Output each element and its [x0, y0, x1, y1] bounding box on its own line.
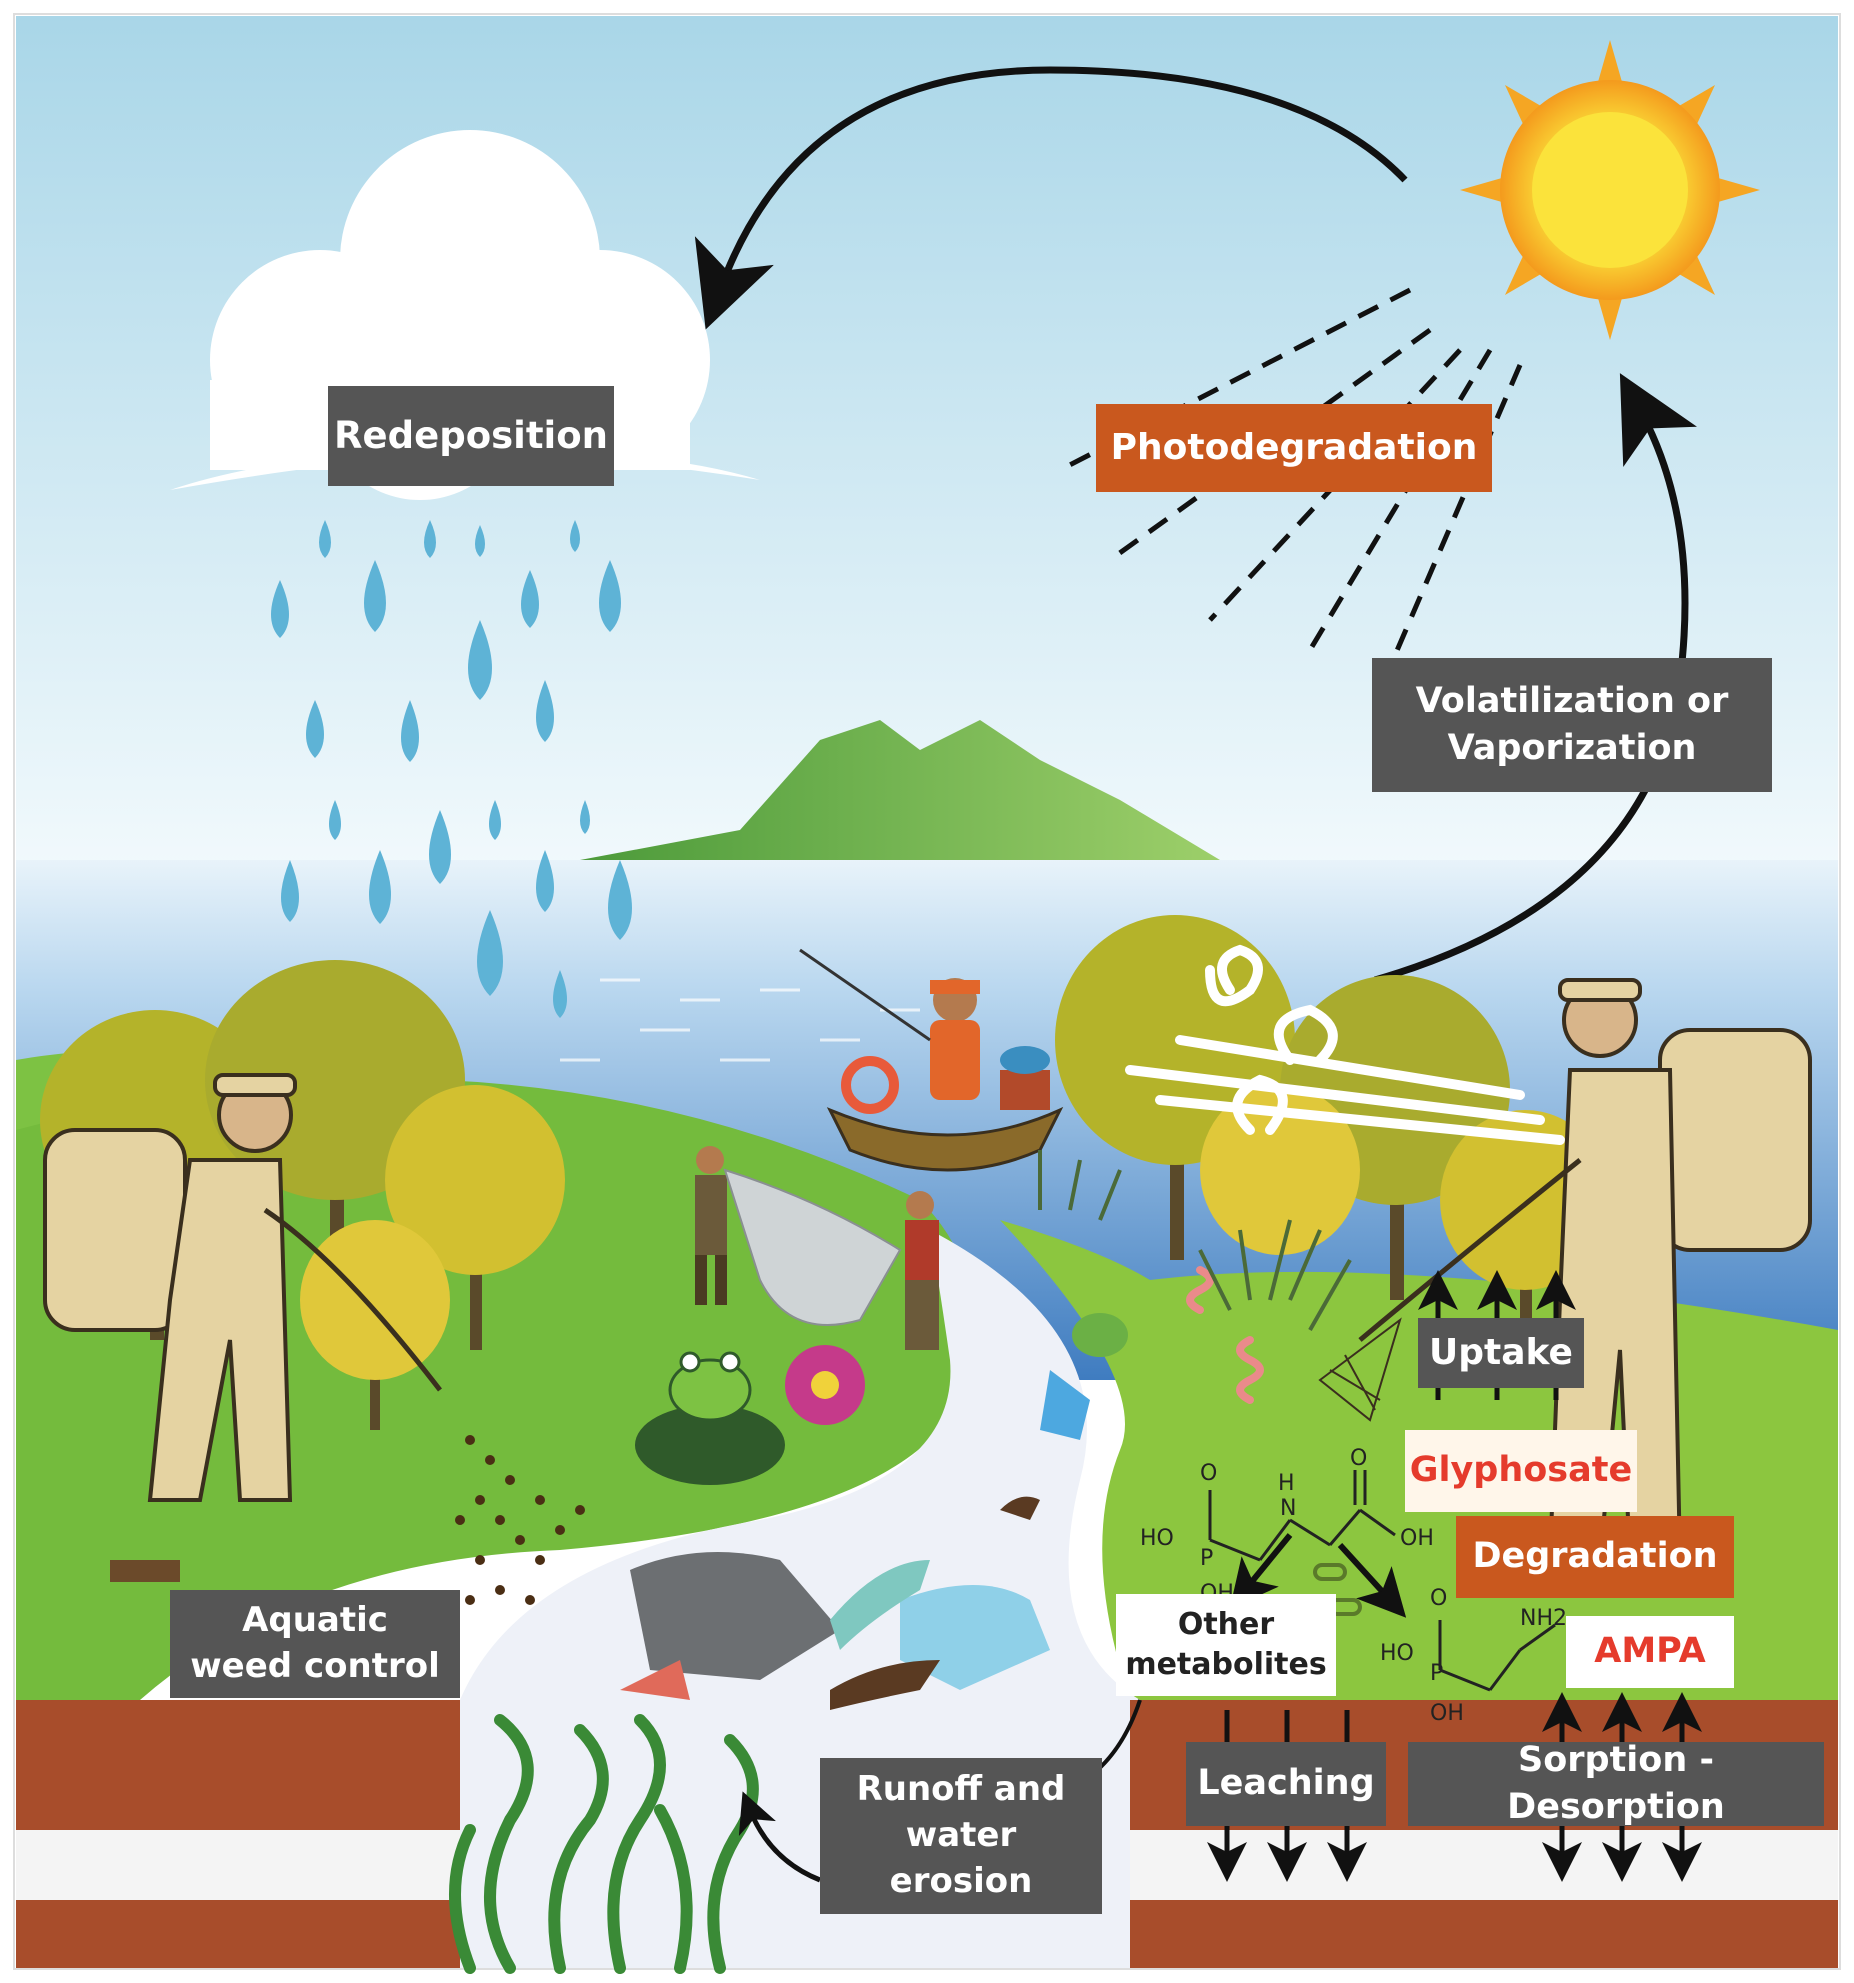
sprayer-person-icon — [43, 1073, 442, 1582]
other-metabolites-label: Other metabolites — [1116, 1594, 1336, 1696]
plastic-bag-icon — [630, 1370, 1090, 1690]
atom-o-3: O — [1430, 1586, 1447, 1611]
atom-h: H — [1278, 1471, 1295, 1496]
degradation-label: Degradation — [1456, 1516, 1734, 1598]
atom-oh-2: OH — [1400, 1526, 1434, 1551]
aquatic-weed-control-label: Aquatic weed control — [170, 1590, 460, 1698]
flower-icon — [785, 1345, 865, 1425]
arrow-sun-to-cloud — [694, 66, 1408, 330]
volatilization-label: Volatilization or Vaporization — [1372, 658, 1772, 792]
raindrops — [271, 520, 632, 1048]
weeds — [1038, 1150, 1352, 1331]
photodegradation-label: Photodegradation — [1096, 404, 1492, 492]
redeposition-label: Redeposition — [328, 386, 614, 486]
spray-net — [1318, 1317, 1402, 1422]
spray-dots — [455, 1435, 585, 1605]
glyphosate-label: Glyphosate — [1405, 1430, 1637, 1512]
atom-p-2: P — [1430, 1661, 1443, 1686]
island-hill — [580, 720, 1220, 860]
dead-fish-icon — [620, 1496, 1040, 1710]
sorption-desorption-label: Sorption - Desorption — [1408, 1740, 1824, 1827]
atom-n: N — [1280, 1496, 1296, 1521]
wind-icon — [1125, 944, 1565, 1145]
ampa-label: AMPA — [1566, 1616, 1734, 1688]
runoff-label: Runoff and water erosion — [820, 1758, 1102, 1914]
arrow-runoff — [738, 1791, 821, 1883]
atom-o-2: O — [1350, 1446, 1367, 1471]
frog-icon — [635, 1313, 1128, 1485]
arrow-to-other-metabolites — [1229, 1533, 1293, 1609]
atom-o: O — [1200, 1461, 1217, 1486]
worm-icon — [1186, 1266, 1264, 1404]
atom-nh2: NH2 — [1520, 1606, 1567, 1631]
uptake-label: Uptake — [1418, 1318, 1584, 1388]
atom-ho: HO — [1140, 1526, 1174, 1551]
leaching-label: Leaching — [1186, 1742, 1386, 1826]
sun-icon — [1460, 40, 1760, 340]
arrow-to-ampa — [1337, 1542, 1407, 1618]
fisherman-icon — [799, 948, 1064, 1172]
atom-ho-2: HO — [1380, 1641, 1414, 1666]
atom-oh-3: OH — [1430, 1701, 1464, 1726]
fishing-net-people — [695, 1146, 939, 1350]
ampa-structure — [1438, 1620, 1556, 1692]
atom-p: P — [1200, 1546, 1213, 1571]
